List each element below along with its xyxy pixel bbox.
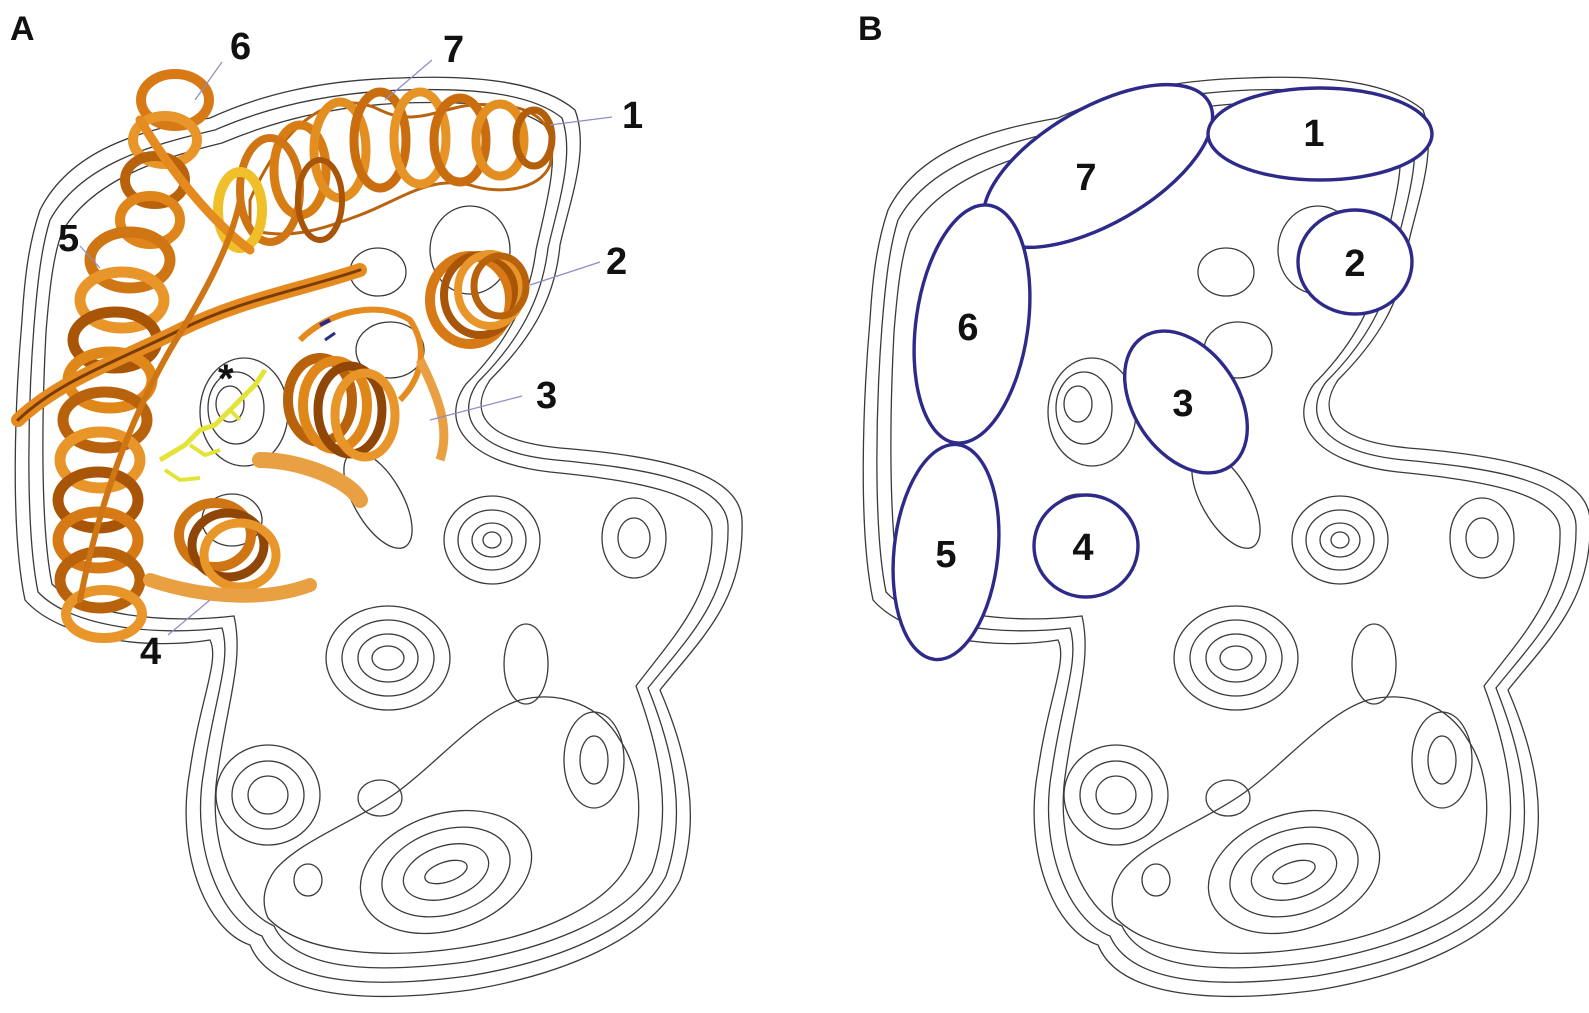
ligand-marker: * [218, 357, 234, 401]
helix-2 [430, 254, 526, 344]
helix-3 [288, 310, 444, 460]
region-label-3: 3 [1172, 383, 1193, 425]
region-5: 5 [883, 439, 1009, 665]
panel-b-helix-regions: 7 1 2 6 3 5 4 [883, 52, 1432, 665]
region-4: 4 [1034, 495, 1138, 597]
region-1: 1 [1208, 88, 1432, 180]
region-label-5: 5 [935, 534, 956, 576]
panel-b: B 7 1 2 6 3 [858, 10, 1589, 996]
helix-label-3: 3 [536, 375, 557, 417]
region-label-7: 7 [1075, 157, 1096, 199]
region-2: 2 [1298, 210, 1412, 314]
region-label-1: 1 [1303, 113, 1324, 155]
helix-label-6: 6 [230, 26, 251, 68]
bound-ligand [160, 370, 265, 480]
helix-label-4: 4 [140, 631, 161, 673]
panel-a-letter: A [10, 10, 35, 48]
protein-ribbon-model [18, 74, 552, 638]
helix-label-5: 5 [58, 218, 79, 260]
region-3: 3 [1099, 308, 1272, 495]
helix-label-7: 7 [443, 29, 464, 71]
helix-label-2: 2 [606, 241, 627, 283]
region-label-6: 6 [957, 307, 978, 349]
helix-label-1: 1 [622, 95, 643, 137]
region-label-4: 4 [1072, 527, 1093, 569]
panel-a: A [10, 10, 742, 996]
region-label-2: 2 [1344, 243, 1365, 285]
panel-b-letter: B [858, 10, 883, 48]
